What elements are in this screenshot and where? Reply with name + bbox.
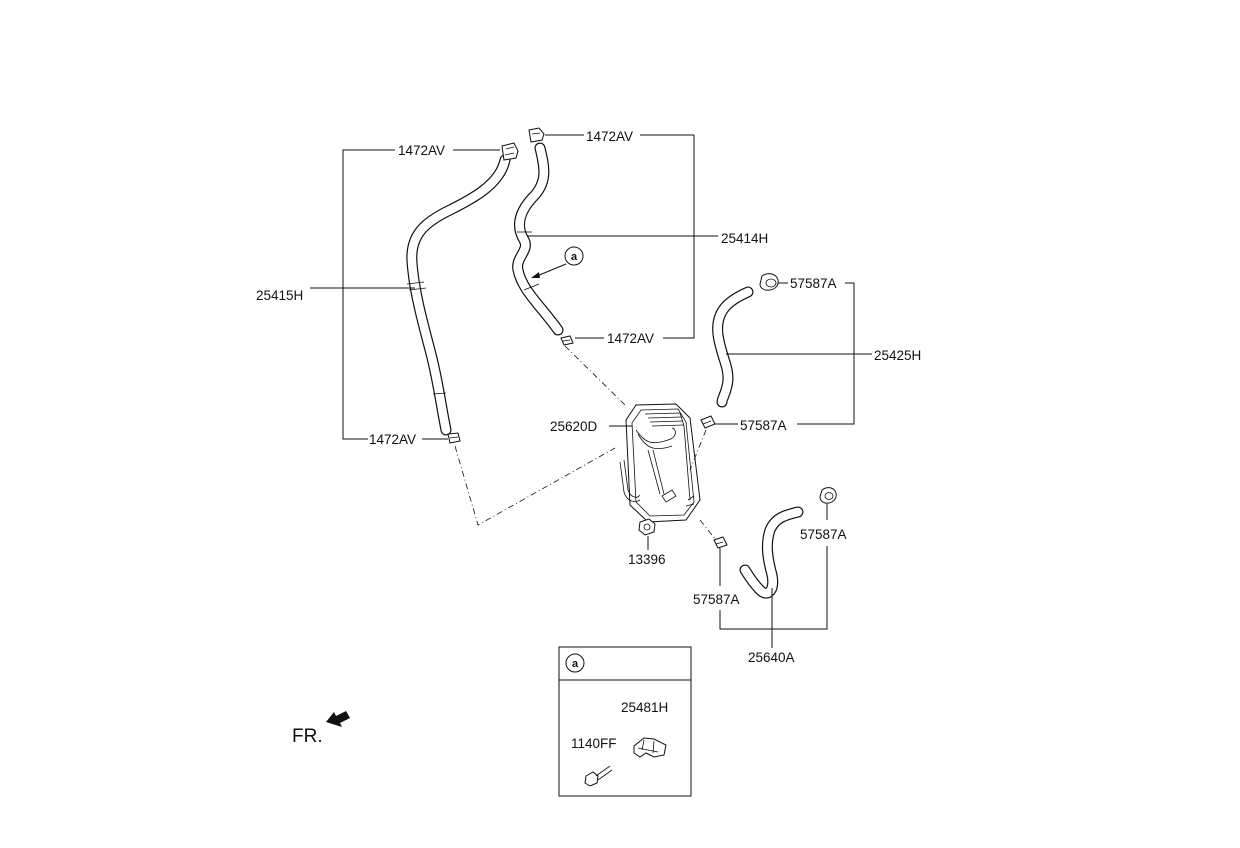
- oil-cooler-25620d-drawing: [619, 403, 701, 523]
- inset-detail-a: a: [558, 646, 692, 797]
- bracket-25481h-drawing: [633, 737, 667, 758]
- label-57587a-mid: 57587A: [740, 418, 787, 433]
- inset-a-text: a: [572, 658, 579, 670]
- nut-13396-drawing: [638, 518, 656, 536]
- clamp-57587a-right-drawing: [819, 487, 837, 504]
- label-13396: 13396: [628, 552, 666, 567]
- clamp-57587a-bottom-drawing: [713, 536, 728, 549]
- front-arrow-icon: [326, 711, 350, 727]
- label-57587a-bottom: 57587A: [693, 592, 740, 607]
- label-57587a-right: 57587A: [800, 527, 847, 542]
- label-1472av-mid: 1472AV: [607, 331, 654, 346]
- leader-lines: [310, 134, 872, 772]
- clamp-57587a-mid-drawing: [700, 415, 716, 429]
- clamp-1472av-bottom-left-drawing: [447, 432, 461, 444]
- label-25414h: 25414H: [721, 231, 768, 246]
- label-1472av-top-left: 1472AV: [398, 143, 445, 158]
- callout-a-text: a: [571, 251, 578, 263]
- front-indicator: FR.: [292, 711, 350, 747]
- hose-25415h-drawing: [406, 154, 511, 436]
- label-1472av-bottom-left: 1472AV: [369, 432, 416, 447]
- label-1472av-top-right: 1472AV: [586, 129, 633, 144]
- callout-a-marker: a: [564, 246, 584, 266]
- front-label: FR.: [292, 726, 323, 747]
- clamp-1472av-top-left-drawing: [501, 142, 519, 161]
- label-25415h: 25415H: [256, 288, 303, 303]
- label-25620d: 25620D: [550, 419, 598, 434]
- hose-25414h-drawing: [512, 142, 564, 336]
- label-25640a: 25640A: [748, 650, 795, 665]
- clamp-57587a-top-drawing: [759, 273, 779, 291]
- part-labels: 1472AV 1472AV 25414H 25415H 1472AV 1472A…: [256, 129, 921, 751]
- label-1140ff: 1140FF: [571, 736, 617, 751]
- clamp-1472av-top-right-drawing: [528, 127, 545, 143]
- hose-25640a-drawing: [739, 506, 804, 599]
- label-25425h: 25425H: [874, 348, 921, 363]
- label-57587a-top: 57587A: [790, 276, 837, 291]
- clamp-1472av-mid-drawing: [560, 335, 574, 346]
- label-25481h: 25481H: [621, 700, 668, 715]
- bolt-1140ff-drawing: [584, 765, 613, 787]
- hose-25425h-drawing: [712, 286, 754, 408]
